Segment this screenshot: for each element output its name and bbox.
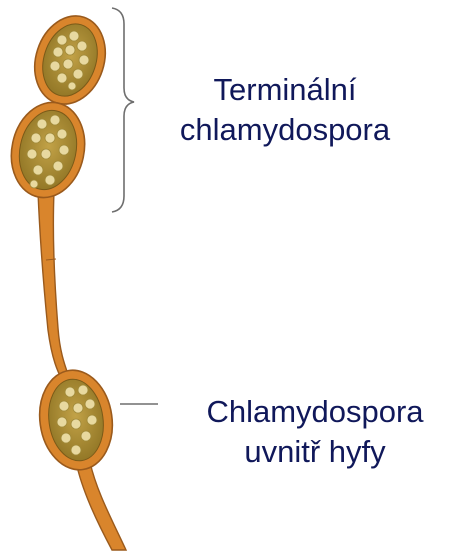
terminal-chlamydospore-top	[24, 7, 116, 114]
label-terminal-chlamydospore: Terminální chlamydospora	[140, 70, 430, 150]
label-terminal-line1: Terminální	[140, 70, 430, 110]
terminal-chlamydospore-bottom	[3, 96, 93, 205]
label-intercalary-line2: uvnitř hyfy	[170, 432, 460, 472]
bracket	[112, 8, 134, 212]
label-terminal-line2: chlamydospora	[140, 110, 430, 150]
label-intercalary-line1: Chlamydospora	[170, 392, 460, 432]
hypha-upper	[38, 192, 70, 380]
intercalary-chlamydospore	[33, 365, 118, 474]
hypha-lower	[76, 462, 126, 550]
label-intercalary-chlamydospore: Chlamydospora uvnitř hyfy	[170, 392, 460, 472]
